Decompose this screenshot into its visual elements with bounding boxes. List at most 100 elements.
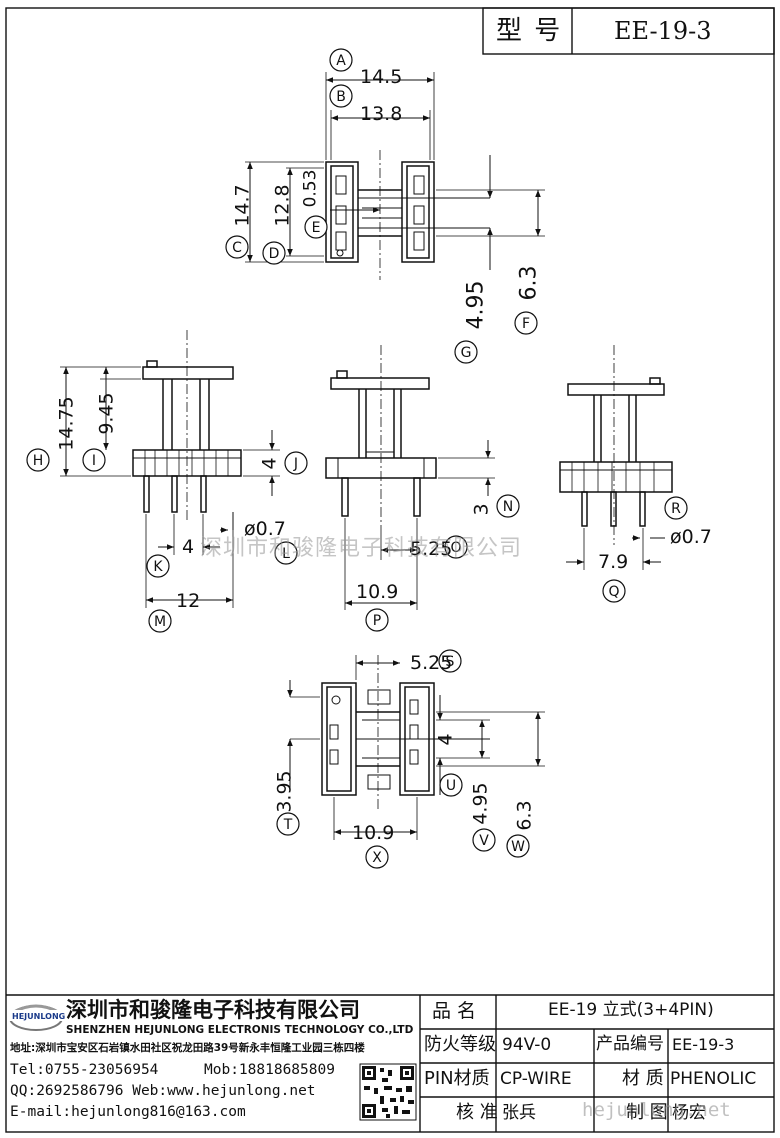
svg-text:P: P [373, 613, 381, 629]
svg-text:F: F [522, 316, 530, 332]
front-view [60, 330, 280, 608]
company-logo [8, 1004, 64, 1031]
marker-f: F [514, 311, 538, 335]
svg-text:O: O [450, 540, 461, 556]
company-qq-web: QQ:2692586796 Web:www.hejunlong.net [10, 1083, 316, 1099]
marker-s: S [438, 649, 462, 673]
svg-text:T: T [283, 817, 293, 833]
marker-h: H [26, 448, 50, 472]
marker-o: O [444, 535, 468, 559]
svg-text:N: N [503, 499, 513, 515]
dim-q: 7.9 [598, 551, 629, 573]
marker-b: B [329, 84, 353, 108]
bottom-view [287, 655, 545, 840]
svg-text:C: C [232, 240, 242, 256]
svg-text:X: X [372, 850, 382, 866]
dim-c: 14.7 [231, 184, 254, 227]
qr-code [359, 1063, 417, 1121]
marker-p: P [365, 608, 389, 632]
svg-text:D: D [269, 246, 280, 262]
marker-u: U [439, 773, 463, 797]
marker-q: Q [602, 579, 626, 603]
marker-i: I [82, 448, 106, 472]
dim-j: 4 [258, 457, 281, 470]
svg-text:G: G [461, 345, 472, 361]
approve-value: 张兵 [502, 1103, 536, 1123]
marker-e: E [304, 215, 328, 239]
pin-material-label: PIN材质 [424, 1068, 490, 1089]
company-name-en: SHENZHEN HEJUNLONG ELECTRONIS TECHNOLOGY… [66, 1024, 414, 1036]
svg-text:U: U [446, 778, 456, 794]
marker-g: G [454, 340, 478, 364]
footer-watermark: hejunlong.net [582, 1099, 731, 1121]
company-tel: Tel:0755-23056954 [10, 1062, 159, 1078]
dim-g: 4.95 [463, 280, 489, 330]
svg-text:S: S [446, 654, 455, 670]
svg-text:Q: Q [608, 584, 619, 600]
dim-x: 10.9 [352, 822, 395, 844]
sheet-border [5, 7, 775, 1133]
svg-text:L: L [282, 546, 290, 562]
watermark: 深圳市和骏隆电子科技有限公司 [200, 536, 523, 561]
material-value: PHENOLIC [670, 1069, 757, 1089]
dim-i: 9.45 [95, 392, 118, 435]
svg-text:V: V [479, 833, 489, 849]
end-view [559, 345, 673, 570]
product-name-label: 品 名 [432, 1000, 477, 1022]
marker-x: X [365, 845, 389, 869]
marker-t: T [276, 812, 300, 836]
dim-h: 14.75 [55, 396, 78, 451]
drawer-label: 制 图 [626, 1102, 668, 1123]
dim-p: 10.9 [356, 581, 399, 603]
pin-material-value: CP-WIRE [500, 1069, 572, 1089]
model-number: EE-19-3 [614, 17, 712, 45]
marker-r: R [664, 496, 688, 520]
marker-d: D [262, 241, 286, 265]
dim-l: ø0.7 [244, 518, 286, 540]
svg-text:M: M [154, 614, 166, 630]
company-address: 地址:深圳市宝安区石岩镇水田社区祝龙田路39号新永丰恒隆工业园三栋四楼 [10, 1042, 365, 1054]
marker-k: K [146, 554, 170, 578]
material-label: 材 质 [622, 1068, 664, 1089]
dim-b: 13.8 [360, 103, 403, 125]
type-label: 型 号 [496, 16, 563, 46]
fire-rating-value: 94V-0 [502, 1035, 552, 1055]
dim-v: 4.95 [469, 782, 492, 825]
marker-layer: A B C D E F G H I J K L M N O P Q R S T U V W X [26, 48, 688, 869]
svg-text:J: J [293, 456, 298, 472]
dim-n: 3 [470, 503, 493, 516]
fire-rating-label: 防火等级 [424, 1034, 496, 1055]
marker-j: J [284, 451, 308, 475]
product-name-value: EE-19 立式(3+4PIN) [548, 1000, 714, 1020]
dim-d: 12.8 [271, 184, 294, 227]
product-code-label: 产品编号 [596, 1034, 664, 1054]
marker-n: N [496, 494, 520, 518]
svg-text:I: I [92, 453, 96, 469]
side-view [325, 345, 495, 610]
marker-m: M [148, 609, 172, 633]
dim-r: ø0.7 [670, 526, 712, 548]
title-block [6, 994, 774, 1132]
dim-o: 5.25 [410, 538, 453, 560]
marker-a: A [329, 48, 353, 72]
dim-t: 3.95 [273, 770, 296, 813]
dim-k: 4 [182, 536, 195, 558]
company-mob: Mob:18818685809 [204, 1062, 335, 1078]
svg-text:K: K [153, 559, 163, 575]
dim-w: 6.3 [513, 800, 536, 831]
top-view [245, 72, 545, 280]
svg-text:B: B [336, 89, 346, 105]
marker-l: L [274, 541, 298, 565]
dim-u: 4 [434, 733, 457, 746]
svg-text:R: R [671, 501, 681, 517]
svg-text:W: W [511, 839, 525, 855]
svg-text:H: H [33, 453, 44, 469]
product-code-value: EE-19-3 [672, 1035, 735, 1054]
header-box [482, 7, 775, 55]
marker-v: V [472, 828, 496, 852]
logo-text: HEJUNLONG [12, 1012, 66, 1021]
drawer-value: 杨宏 [672, 1103, 706, 1123]
svg-text:E: E [312, 220, 321, 236]
marker-c: C [225, 235, 249, 259]
